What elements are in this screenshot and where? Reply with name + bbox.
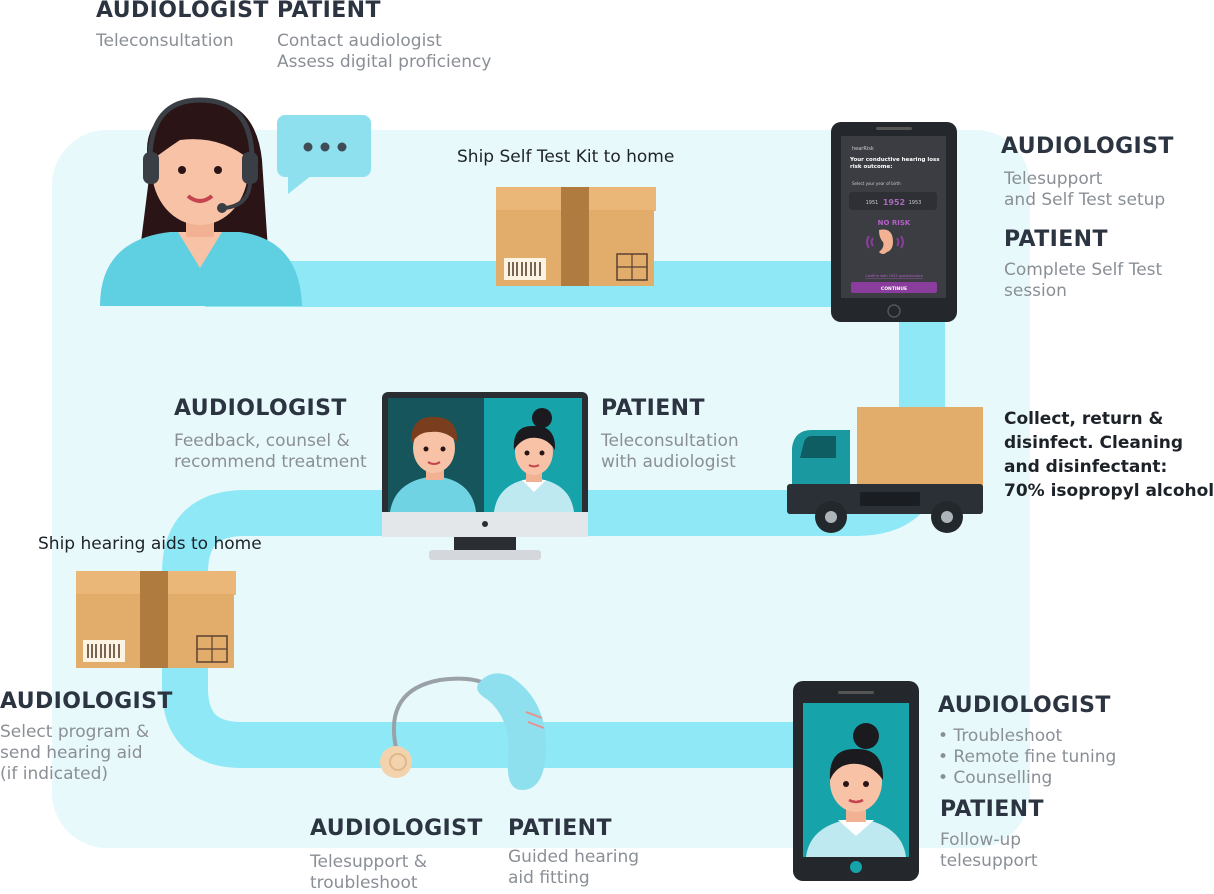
select-program-audiologist-role: AUDIOLOGIST	[0, 689, 173, 714]
hearing-aid-illustration	[380, 673, 547, 790]
tablet-year-selected[interactable]: 1952	[883, 198, 905, 207]
man-avatar	[390, 416, 476, 512]
tablet-app-name: hearRisk	[852, 146, 874, 152]
video-patient-role: PATIENT	[601, 396, 705, 421]
shipping-box-aids-illustration	[76, 571, 236, 668]
select-program-audiologist-text: Select program & send hearing aid (if in…	[0, 722, 150, 784]
tablet-heading: Your conductive hearing loss risk outcom…	[850, 157, 940, 170]
tablet-result: NO RISK	[878, 219, 911, 227]
ship-kit-caption: Ship Self Test Kit to home	[457, 147, 675, 167]
patient-avatar	[806, 723, 906, 857]
tablet-link[interactable]: Confirm with 1952 questionnaire	[865, 274, 922, 278]
teleconsult-audiologist-text: Teleconsultation	[96, 31, 234, 51]
tablet-continue-button[interactable]	[851, 282, 937, 293]
tablet-screen-content: hearRisk Your conductive hearing loss ri…	[849, 146, 940, 292]
tablet-year-next[interactable]: 1953	[909, 200, 922, 206]
teleconsult-audiologist-role: AUDIOLOGIST	[96, 0, 269, 23]
selftest-patient-text: Complete Self Test session	[1004, 260, 1163, 301]
teleconsult-patient-role: PATIENT	[277, 0, 381, 23]
speech-bubble-icon	[277, 115, 371, 194]
video-audiologist-text: Feedback, counsel & recommend treatment	[174, 431, 367, 472]
shipping-box-kit-illustration	[496, 187, 656, 286]
teleconsult-patient-text: Contact audiologist Assess digital profi…	[277, 31, 492, 72]
followup-audiologist-text: • Troubleshoot • Remote fine tuning • Co…	[938, 726, 1117, 788]
tablet-device	[831, 122, 957, 322]
tablet-prompt: Select your year of birth	[852, 181, 901, 186]
collect-caption: Collect, return & disinfect. Cleaning an…	[1004, 409, 1214, 501]
fitting-patient-text: Guided hearing aid fitting	[508, 847, 640, 888]
ship-aids-caption: Ship hearing aids to home	[38, 534, 262, 554]
audiologist-headset-illustration	[100, 97, 302, 306]
video-call-monitor	[382, 392, 588, 560]
followup-patient-role: PATIENT	[940, 797, 1044, 822]
followup-patient-text: Follow-up telesupport	[940, 830, 1038, 871]
smartphone-device	[793, 681, 919, 881]
fitting-audiologist-role: AUDIOLOGIST	[310, 816, 483, 841]
selftest-audiologist-text: Telesupport and Self Test setup	[1004, 169, 1166, 210]
woman-avatar	[494, 408, 574, 512]
video-patient-text: Teleconsultation with audiologist	[601, 431, 739, 472]
tablet-continue-label: CONTINUE	[881, 286, 907, 292]
fitting-patient-role: PATIENT	[508, 816, 612, 841]
fitting-audiologist-text: Telesupport & troubleshoot	[310, 852, 428, 893]
ear-icon	[866, 229, 904, 254]
selftest-audiologist-role: AUDIOLOGIST	[1001, 134, 1174, 159]
tablet-year-prev[interactable]: 1951	[866, 200, 879, 206]
delivery-truck-illustration	[787, 407, 983, 533]
video-audiologist-role: AUDIOLOGIST	[174, 396, 347, 421]
selftest-patient-role: PATIENT	[1004, 227, 1108, 252]
followup-audiologist-role: AUDIOLOGIST	[938, 693, 1111, 718]
